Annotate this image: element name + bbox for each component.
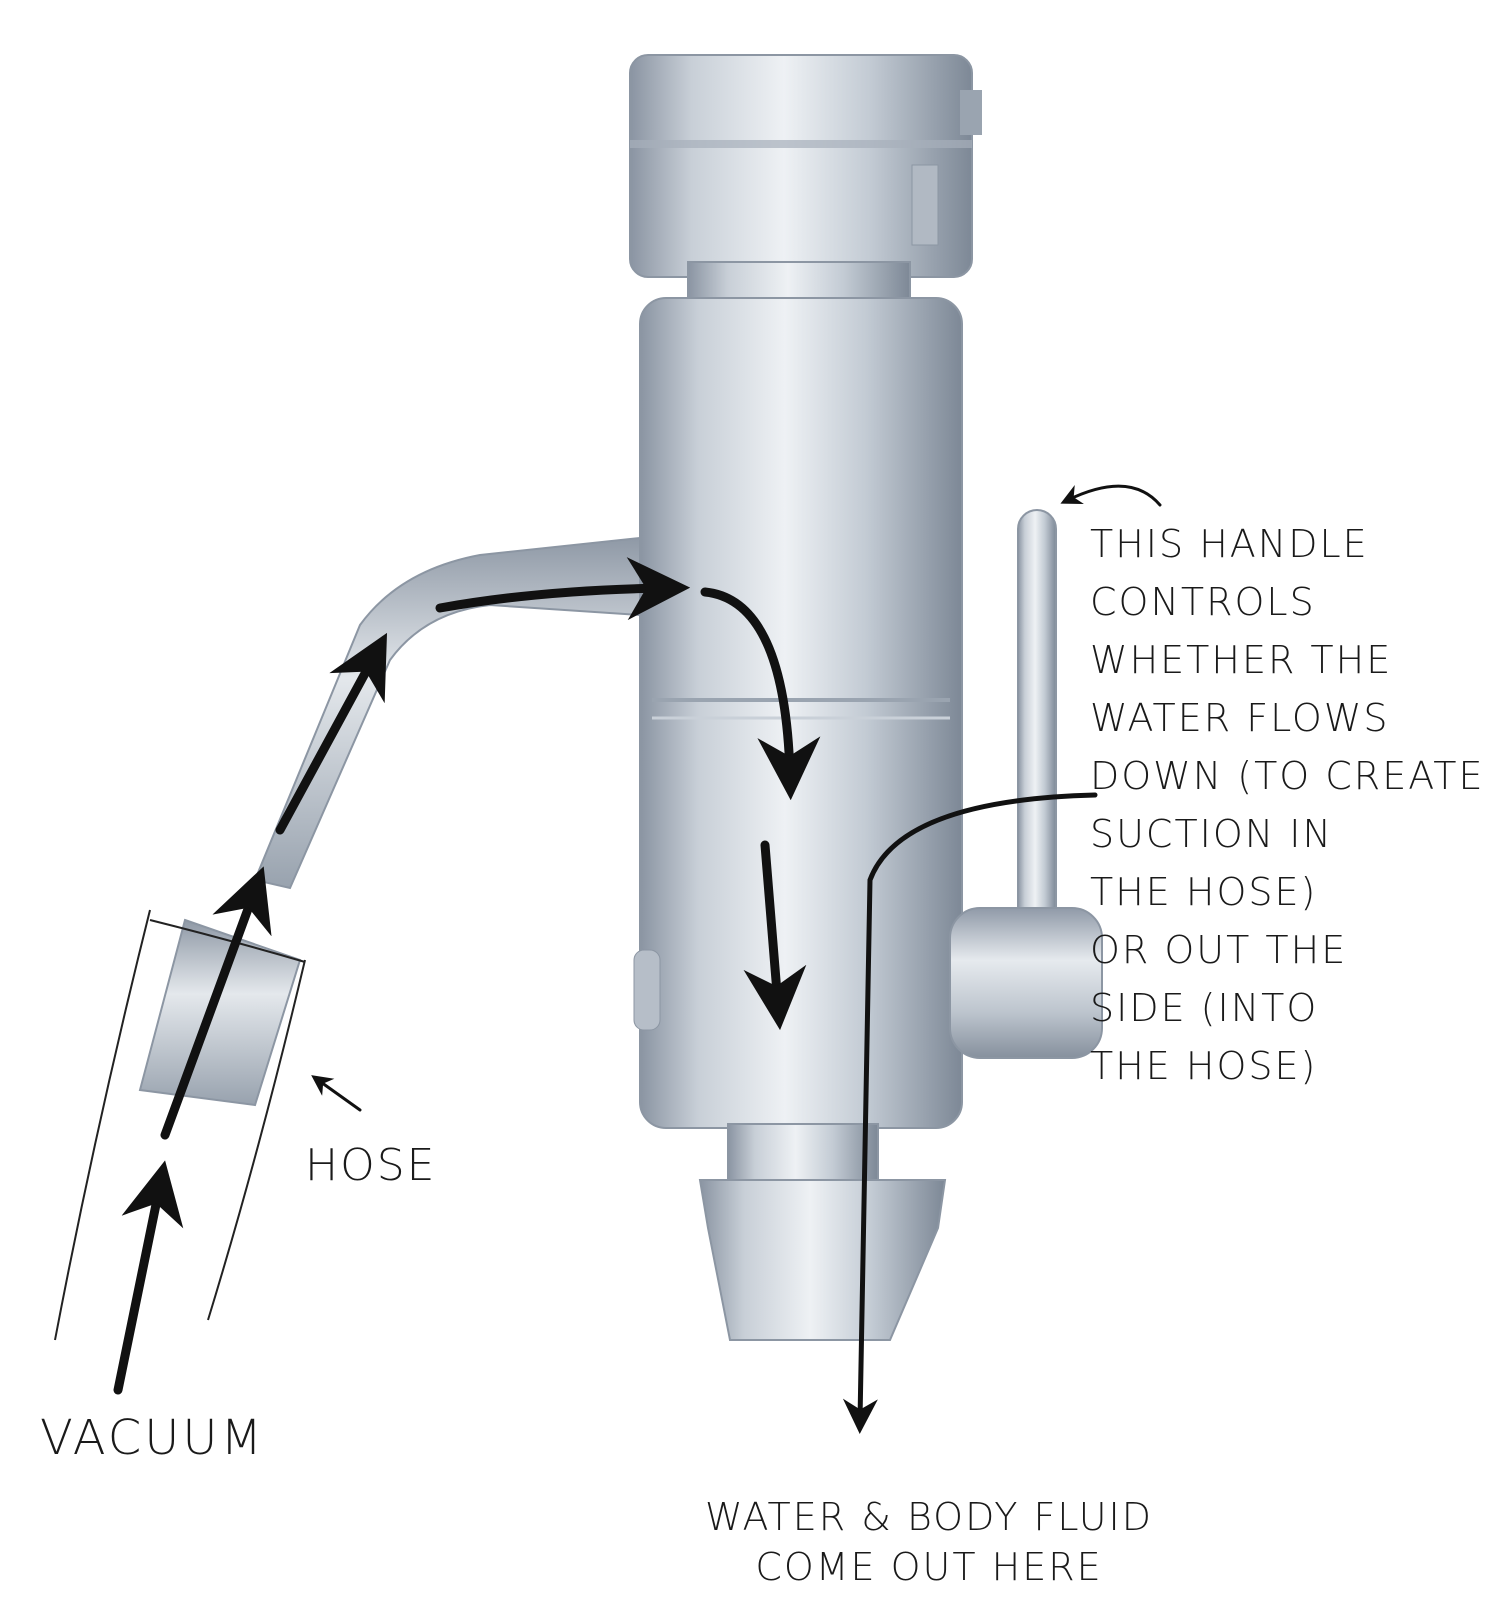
side-knob: [633, 949, 661, 1031]
pointer-arrows: [311, 484, 1162, 1434]
valve-body: [949, 907, 1103, 1059]
handle-note-line: Controls: [1090, 580, 1316, 624]
aspirator-body: [138, 54, 1103, 1341]
hose-label: Hose: [305, 1140, 437, 1191]
handle-note-line: water flows: [1090, 696, 1390, 740]
handle-note-line: whether the: [1090, 638, 1393, 682]
pointer-arrow-icon: [842, 792, 1098, 1434]
outlet-label: Water & Body Fluid come out here: [705, 1492, 1153, 1592]
pointer-arrow-icon: [311, 1075, 362, 1112]
flow-arrow-icon: [160, 866, 272, 1140]
hose-outline: [54, 909, 306, 1341]
flow-arrow-icon: [435, 557, 691, 621]
flow-arrows: [113, 557, 821, 1395]
main-cylinder: [639, 297, 963, 1129]
flow-arrow-icon: [700, 587, 821, 801]
flow-arrow-icon: [113, 1160, 184, 1395]
handle-note-line: This Handle: [1090, 522, 1369, 566]
handle-note-line: the hose): [1090, 870, 1318, 914]
handle-note-line: suction in: [1090, 812, 1333, 856]
flow-arrow-icon: [275, 632, 388, 835]
pipe-tip: [138, 918, 302, 1107]
pointer-arrow-icon: [1060, 484, 1162, 507]
handle-note-line: side (into: [1090, 986, 1319, 1030]
outlet-label-line: Water & Body Fluid: [705, 1495, 1153, 1539]
vacuum-label: Vacuum: [40, 1410, 265, 1466]
handle-note-line: the hose): [1090, 1044, 1318, 1088]
lever-handle[interactable]: [1017, 509, 1057, 931]
outlet-label-line: come out here: [755, 1545, 1103, 1589]
handle-note: This Handle Controls whether the water f…: [1090, 515, 1485, 1095]
outlet-nozzle: [698, 1179, 947, 1341]
flow-arrow-icon: [743, 840, 807, 1031]
handle-note-line: down (to create: [1090, 754, 1485, 798]
handle-note-line: or out the: [1090, 928, 1348, 972]
